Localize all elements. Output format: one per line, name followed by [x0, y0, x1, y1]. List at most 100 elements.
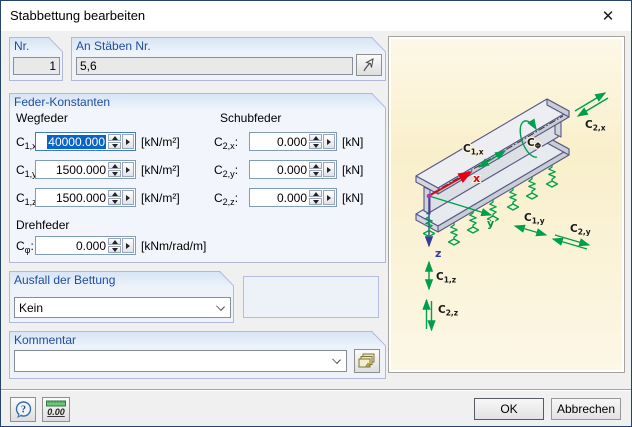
c2x-detail-button[interactable] [323, 134, 335, 149]
stacked-comments-icon [358, 353, 375, 368]
c2z-spin-up-button[interactable] [309, 190, 322, 197]
c2y-arrow-1 [554, 234, 591, 247]
help-icon: ? [15, 401, 31, 418]
c1z-spin-down-button[interactable] [108, 198, 121, 205]
group-failure-band [10, 272, 233, 287]
cphi-spin-up-button[interactable] [108, 238, 121, 245]
c1x-unit: [kN/m²] [141, 135, 180, 149]
c1x-spin-up-button[interactable] [108, 134, 121, 141]
c2z-illu-label: C2,z [438, 304, 458, 318]
failure-preview-panel [243, 276, 379, 318]
group-spring-constants: Feder-Konstanten Wegfeder C1,x: 40000.00… [9, 93, 386, 263]
help-button[interactable]: ? [10, 397, 36, 422]
c2y-value[interactable]: 0.000 [276, 162, 307, 177]
detail-arrow-icon [126, 166, 130, 173]
c2y-field[interactable]: 0.000 [249, 160, 337, 179]
c2z-spin-down-button[interactable] [309, 198, 322, 205]
c2z-field[interactable]: 0.000 [249, 188, 337, 207]
illustration-background: x y z C1,x [391, 39, 622, 370]
y-axis-label: y [487, 217, 494, 230]
svg-text:?: ? [21, 405, 26, 416]
cphi-value[interactable]: 0.000 [75, 238, 106, 253]
group-members: An Stäben Nr. [71, 37, 386, 81]
chevron-down-icon[interactable] [216, 301, 225, 311]
failure-select[interactable]: Kein [14, 297, 231, 318]
spin-up-icon [312, 191, 319, 196]
group-nr-label: Nr. [14, 39, 30, 53]
detail-arrow-icon [126, 194, 130, 201]
c2x-unit: [kN] [342, 135, 364, 149]
comment-input[interactable] [14, 350, 347, 372]
spin-up-icon [111, 163, 118, 168]
c1y-spin-up-button[interactable] [108, 162, 121, 169]
c2x-value[interactable]: 0.000 [276, 134, 307, 149]
c2x-spin-up-button[interactable] [309, 134, 322, 141]
spin-up-icon [111, 239, 118, 244]
c1x-value[interactable]: 40000.000 [47, 134, 106, 149]
close-button[interactable]: ✕ [586, 1, 630, 30]
group-members-label: An Stäben Nr. [76, 39, 151, 53]
close-icon: ✕ [601, 7, 615, 25]
c1y-field[interactable]: 1500.000 [35, 160, 136, 179]
c2x-spin-down-button[interactable] [309, 142, 322, 149]
node-dot [426, 193, 432, 199]
z-axis-spring-icon [422, 215, 436, 238]
cphi-unit: [kNm/rad/m] [141, 239, 207, 253]
c2z-detail-button[interactable] [323, 190, 335, 205]
c2y-spin-down-button[interactable] [309, 170, 322, 177]
group-spring-label: Feder-Konstanten [14, 95, 111, 109]
titlebar: Stabbettung bearbeiten ✕ [1, 1, 631, 31]
cancel-button[interactable]: Abbrechen [551, 398, 621, 420]
illustration-panel: x y z C1,x [388, 36, 625, 373]
c1x-detail-button[interactable] [122, 134, 134, 149]
c2y-illu-label: C2,y [570, 223, 591, 237]
spin-up-icon [312, 135, 319, 140]
c1z-spin-up-button[interactable] [108, 190, 121, 197]
c1y-detail-button[interactable] [122, 162, 134, 177]
chevron-down-icon[interactable] [332, 355, 341, 364]
cphi-detail-button[interactable] [122, 238, 134, 253]
c1z-detail-button[interactable] [122, 190, 134, 205]
elastic-springs-icon [447, 165, 559, 246]
group-nr-band [10, 38, 62, 53]
spin-down-icon [312, 199, 319, 204]
c2z-value[interactable]: 0.000 [276, 190, 307, 205]
c2z-label: C2,z: [214, 191, 239, 207]
c1y-value[interactable]: 1500.000 [55, 162, 106, 177]
c1z-value[interactable]: 1500.000 [55, 190, 106, 205]
c2x-arrow-2 [576, 97, 609, 117]
detail-arrow-icon [327, 138, 331, 145]
units-settings-button[interactable]: 0.00 [42, 397, 70, 422]
members-input[interactable] [76, 57, 353, 75]
c2y-arrow-2 [551, 237, 588, 250]
nr-input[interactable] [13, 57, 60, 75]
ok-button[interactable]: OK [474, 398, 544, 420]
cphi-illu-label: CΦ [527, 137, 541, 151]
comment-apply-button[interactable] [354, 349, 380, 373]
c1x-field[interactable]: 40000.000 [35, 132, 136, 151]
c2z-unit: [kN] [342, 191, 364, 205]
c2y-detail-button[interactable] [323, 162, 335, 177]
dialog-title: Stabbettung bearbeiten [10, 8, 146, 23]
cphi-field[interactable]: 0.000 [35, 236, 136, 255]
c2y-spin-up-button[interactable] [309, 162, 322, 169]
spin-down-icon [111, 247, 118, 252]
c1y-unit: [kN/m²] [141, 163, 180, 177]
c1z-illu-label: C1,z [436, 271, 456, 285]
spin-down-icon [111, 199, 118, 204]
c1y-spin-down-button[interactable] [108, 170, 121, 177]
c2x-field[interactable]: 0.000 [249, 132, 337, 151]
spin-up-icon [111, 191, 118, 196]
spin-down-icon [312, 143, 319, 148]
spin-down-icon [111, 143, 118, 148]
schubfeder-title: Schubfeder [220, 111, 282, 125]
c1z-field[interactable]: 1500.000 [35, 188, 136, 207]
pick-members-button[interactable] [356, 54, 382, 76]
group-spring-band [10, 94, 385, 109]
group-nr: Nr. [9, 37, 63, 81]
c1x-spin-down-button[interactable] [108, 142, 121, 149]
cphi-spin-down-button[interactable] [108, 246, 121, 253]
units-icon: 0.00 [46, 400, 66, 417]
z-axis-label: z [435, 247, 441, 260]
